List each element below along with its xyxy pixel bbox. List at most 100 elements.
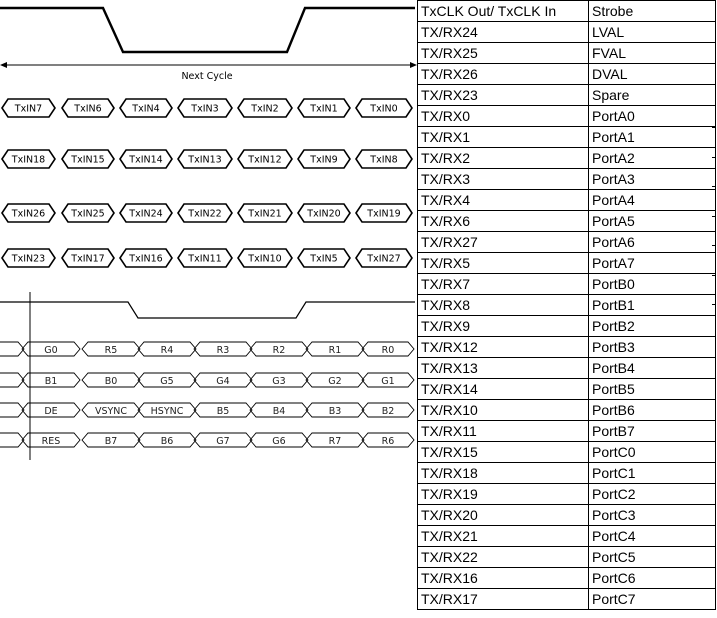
rgb-bit-label: G5 (160, 376, 173, 387)
bus-cell (119, 149, 173, 169)
bus-cell (177, 98, 233, 118)
bus-cell (361, 432, 415, 448)
signal-cell: TX/RX20 (417, 504, 589, 526)
rgb-bit-label: R0 (382, 345, 395, 356)
port-cell: PortC3 (588, 504, 716, 526)
bus-cell (137, 341, 197, 357)
bus-cell (297, 149, 351, 169)
rgb-bit-label: B3 (329, 406, 342, 417)
rgb-bit-label: B1 (45, 376, 58, 387)
tx-bit-label: TxIN13 (187, 155, 221, 166)
bus-cell (361, 372, 415, 388)
tx-bit-label: TxIN12 (247, 155, 281, 166)
edge-tick (712, 63, 716, 64)
bus-cell (1, 203, 56, 223)
rgb-bit-label: R2 (273, 345, 286, 356)
bus-cell-partial (0, 341, 25, 357)
bus-cell (61, 248, 115, 268)
port-cell: PortA2 (588, 147, 716, 169)
port-cell: PortC7 (588, 588, 716, 610)
bus-cell (81, 372, 141, 388)
port-cell: LVAL (588, 21, 716, 43)
clock-waveform (0, 6, 415, 54)
bus-cell (21, 372, 81, 388)
bus-cell-partial (0, 402, 25, 418)
bus-cell (297, 248, 351, 268)
tx-bit-label: TxIN18 (11, 155, 45, 166)
signal-cell: TX/RX7 (417, 273, 589, 295)
tx-bit-label: TxIN11 (187, 254, 221, 265)
bus-cell (237, 98, 293, 118)
bus-cell (81, 341, 141, 357)
signal-cell: TxCLK Out/ TxCLK In (417, 0, 589, 22)
rgb-bit-label: G0 (44, 345, 57, 356)
bus-cell (119, 98, 173, 118)
signal-cell: TX/RX4 (417, 189, 589, 211)
signal-cell: TX/RX5 (417, 252, 589, 274)
rgb-bit-label: RES (42, 436, 61, 447)
signal-cell: TX/RX24 (417, 21, 589, 43)
rgb-bit-label: B6 (161, 436, 174, 447)
tx-bit-label: TxIN22 (187, 209, 221, 220)
bus-cell (237, 149, 293, 169)
rgb-bit-label: DE (44, 406, 57, 417)
bus-cell (21, 402, 81, 418)
rgb-bit-label: G4 (216, 376, 229, 387)
tx-bit-label: TxIN16 (128, 254, 162, 265)
tx-bit-label: TxIN19 (366, 209, 400, 220)
rgb-bit-label: B7 (105, 436, 118, 447)
port-cell: PortA3 (588, 168, 716, 190)
rgb-bit-label: VSYNC (95, 406, 127, 417)
bus-cell (355, 203, 413, 223)
tx-bit-label: TxIN0 (369, 104, 397, 115)
rgb-bit-label: G6 (272, 436, 285, 447)
rgb-bit-label: G1 (381, 376, 394, 387)
signal-cell: TX/RX16 (417, 567, 589, 589)
bus-cell (119, 203, 173, 223)
next-cycle-label: Next Cycle (181, 71, 232, 82)
signal-cell: TX/RX22 (417, 546, 589, 568)
signal-cell: TX/RX12 (417, 336, 589, 358)
bus-cell (305, 402, 365, 418)
port-cell: PortA1 (588, 126, 716, 148)
tx-bit-label: TxIN7 (14, 104, 42, 115)
rgb-bit-label: R1 (329, 345, 342, 356)
signal-cell: TX/RX25 (417, 42, 589, 64)
tx-bit-label: TxIN8 (369, 155, 397, 166)
signal-cell: TX/RX19 (417, 483, 589, 505)
bus-cell (81, 432, 141, 448)
second-waveform (0, 301, 415, 319)
tx-bit-label: TxIN17 (70, 254, 104, 265)
bus-cell (119, 248, 173, 268)
signal-cell: TX/RX10 (417, 399, 589, 421)
rgb-bit-label: R7 (329, 436, 342, 447)
bus-cell (177, 248, 233, 268)
bus-cell (193, 432, 253, 448)
bus-cell (355, 149, 413, 169)
signal-cell: TX/RX27 (417, 231, 589, 253)
rgb-bit-label: B5 (217, 406, 230, 417)
signal-cell: TX/RX11 (417, 420, 589, 442)
rgb-bit-label: G2 (328, 376, 341, 387)
